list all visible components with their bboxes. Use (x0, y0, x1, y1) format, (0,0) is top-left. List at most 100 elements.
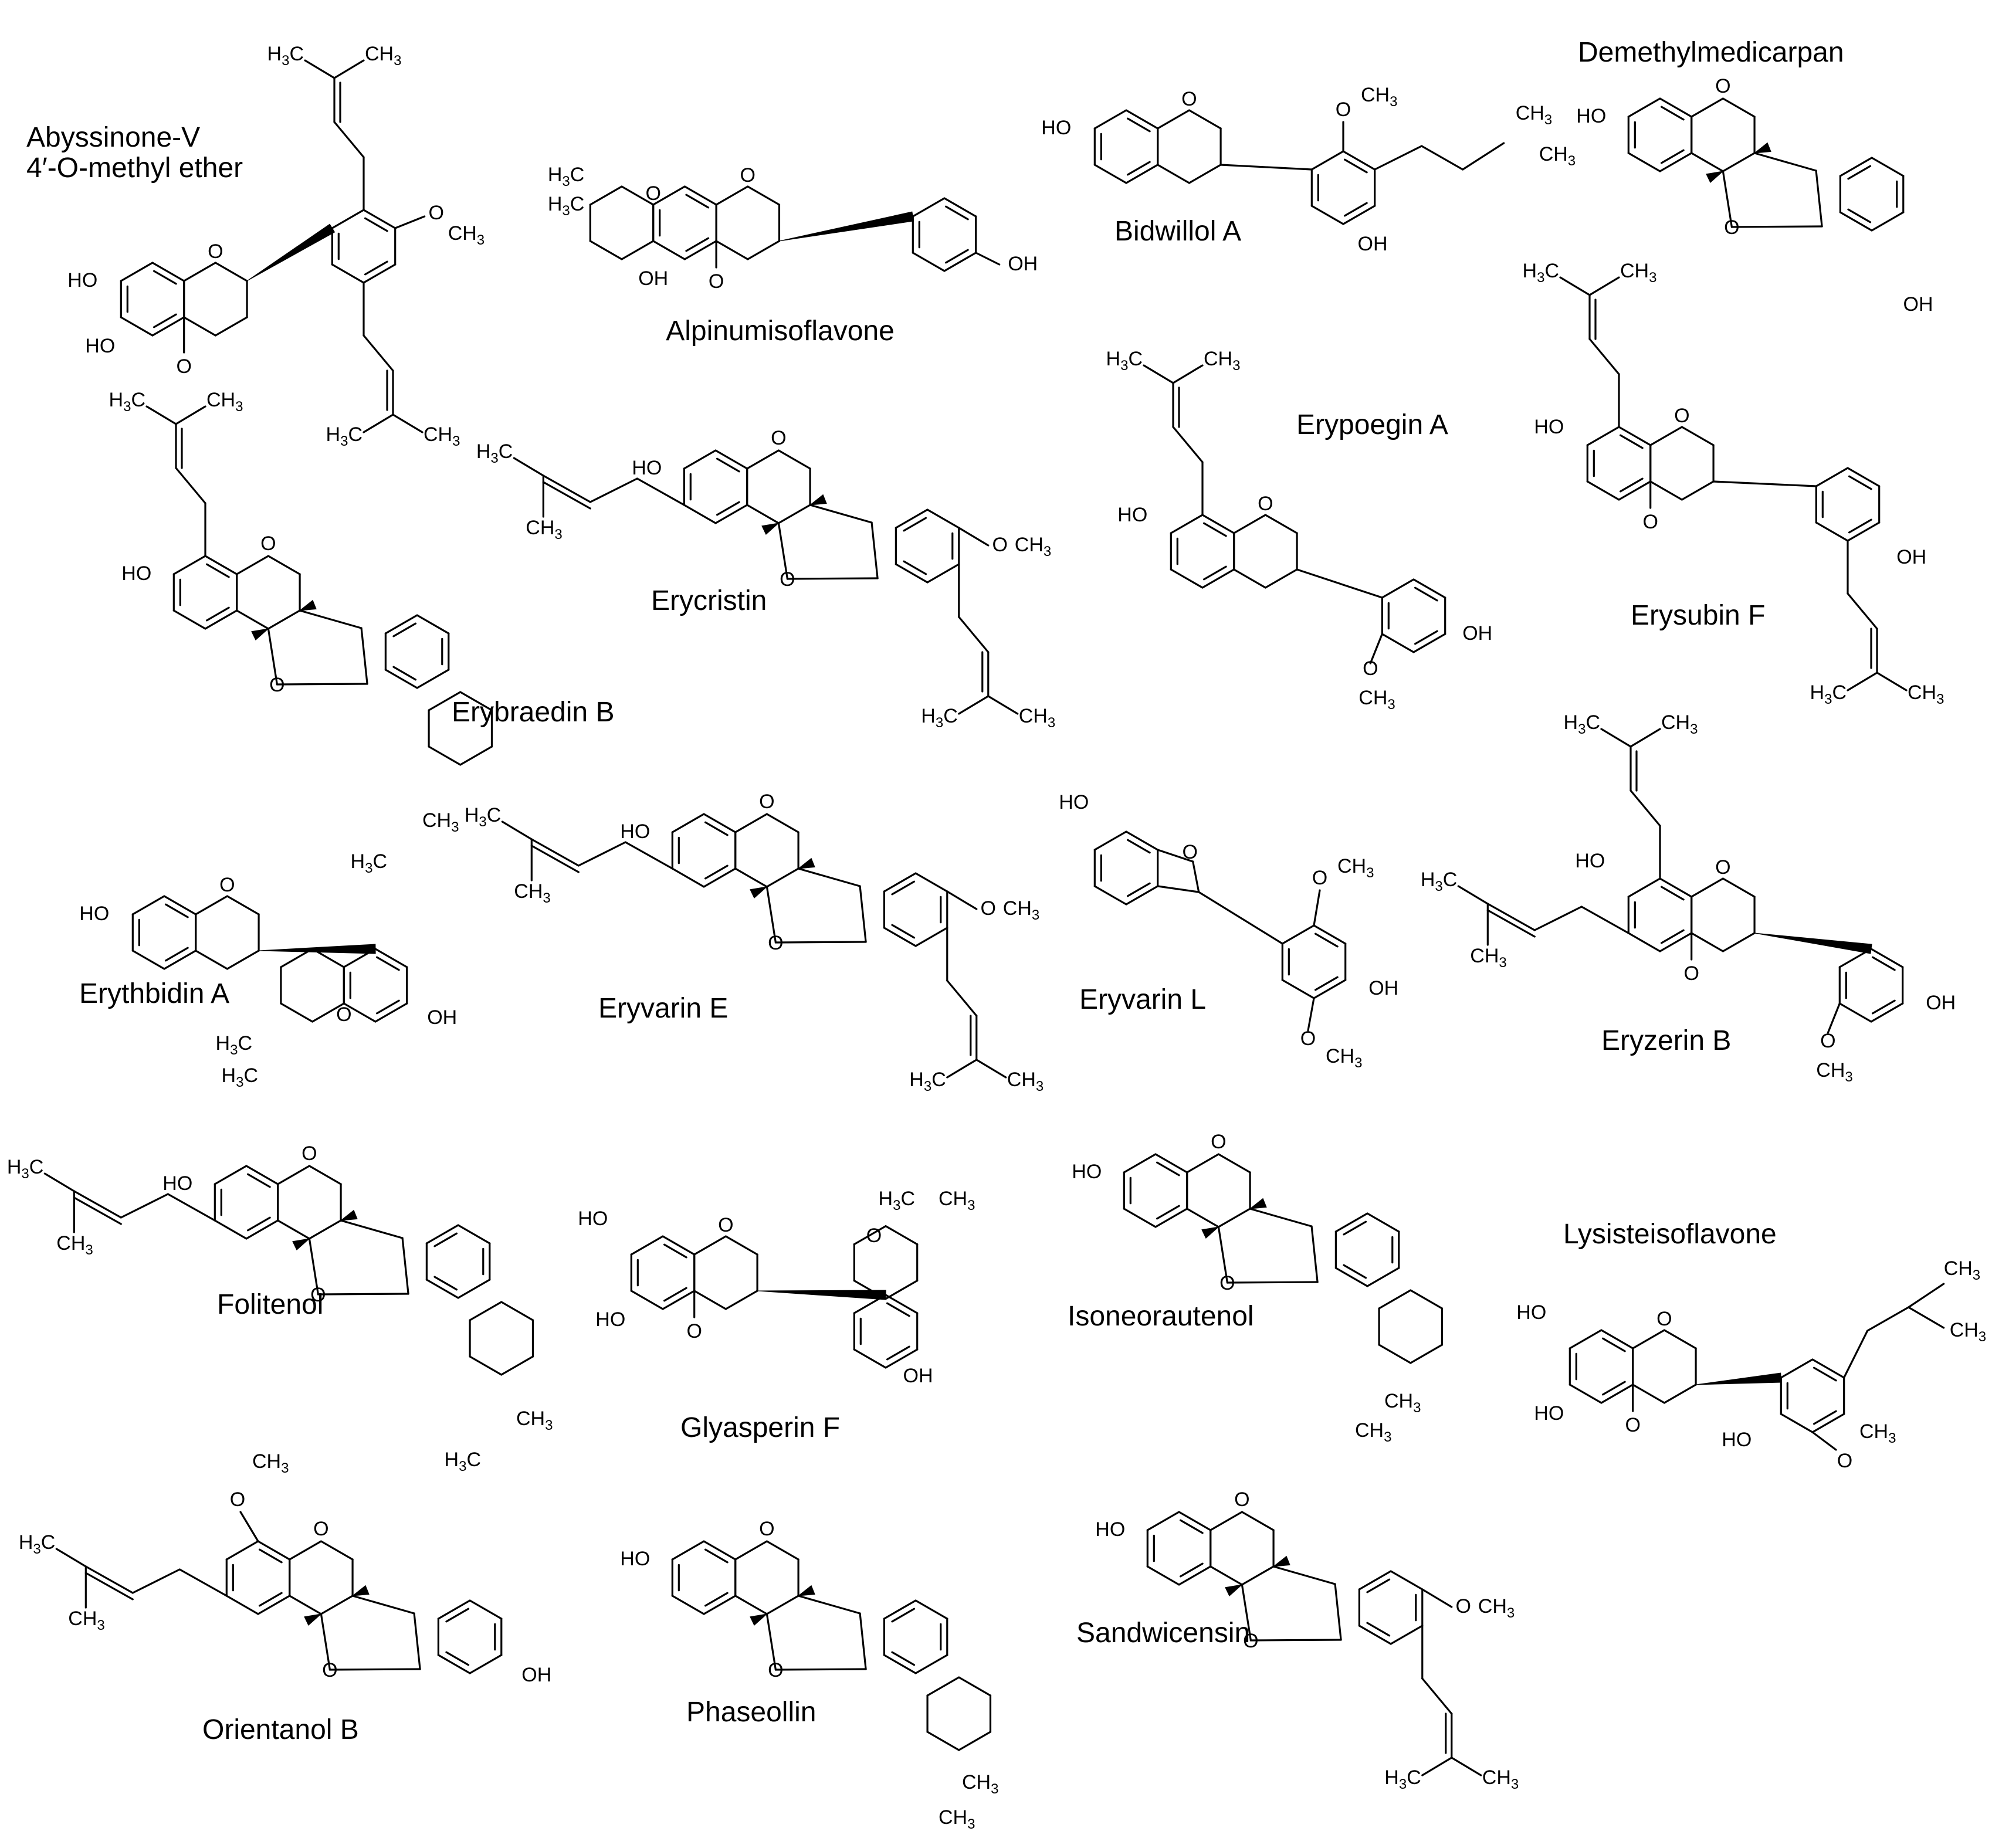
compound-name: 4′-O-methyl ether (26, 152, 243, 184)
oxygen-atom-label: O (1820, 1030, 1835, 1052)
compound-name: Lysisteisoflavone (1563, 1219, 1777, 1250)
oxygen-atom-label: O (866, 1225, 882, 1247)
oxygen-atom-label: O (771, 427, 786, 449)
oxygen-atom-label: O (1456, 1595, 1471, 1618)
methyl-label: CH3 (448, 222, 485, 248)
hydroxyl-label: HO (1575, 850, 1605, 872)
methyl-label: H3C (216, 1032, 252, 1058)
compound-name: Erypoegin A (1296, 409, 1448, 440)
hydroxyl-label: OH (427, 1006, 457, 1029)
compound-name: Demethylmedicarpan (1578, 37, 1844, 68)
hydroxyl-label: HO (632, 457, 662, 479)
oxygen-atom-label: O (686, 1320, 702, 1342)
hydroxyl-label: HO (85, 335, 115, 357)
hydroxyl-label: HO (162, 1172, 192, 1195)
methyl-label: CH3 (68, 1608, 104, 1633)
oxygen-atom-label: O (768, 932, 783, 954)
methyl-label: CH3 (1470, 945, 1506, 971)
methyl-label: H3C (909, 1069, 946, 1094)
hydroxyl-label: HO (1516, 1301, 1546, 1324)
hydroxyl-label: OH (1358, 233, 1388, 255)
methyl-label: CH3 (1337, 855, 1374, 881)
hydroxyl-label: HO (1095, 1518, 1125, 1541)
compound-name: Eryzerin B (1601, 1025, 1731, 1056)
methyl-label: CH3 (1015, 534, 1051, 560)
methyl-label: CH3 (1384, 1390, 1421, 1416)
methyl-label: CH3 (1816, 1059, 1852, 1085)
compound-name: Phaseollin (686, 1697, 816, 1728)
compound-name: Eryvarin E (598, 993, 728, 1024)
methyl-label: CH3 (1019, 705, 1055, 731)
oxygen-atom-label: O (208, 240, 223, 263)
methyl-label: H3C (7, 1156, 43, 1182)
methyl-label: CH3 (365, 43, 401, 69)
hydroxyl-label: HO (1059, 791, 1089, 813)
oxygen-atom-label: O (176, 355, 191, 378)
compound-name: Alpinumisoflavone (666, 316, 895, 347)
oxygen-atom-label: O (740, 164, 756, 187)
oxygen-atom-label: O (759, 791, 774, 813)
oxygen-atom-label: O (1715, 75, 1730, 97)
methyl-label: CH3 (1361, 84, 1397, 110)
methyl-label: CH3 (206, 389, 243, 415)
methyl-label: H3C (222, 1064, 258, 1090)
hydroxyl-label: OH (1462, 622, 1492, 645)
oxygen-atom-label: O (313, 1518, 328, 1540)
methyl-label: CH3 (1620, 260, 1656, 286)
oxygen-atom-label: O (1312, 867, 1327, 889)
methyl-label: CH3 (56, 1232, 93, 1258)
hydroxyl-label: OH (1896, 546, 1926, 568)
hydroxyl-label: OH (903, 1365, 933, 1387)
oxygen-atom-label: O (1625, 1414, 1640, 1436)
hydroxyl-label: HO (1117, 504, 1147, 526)
methyl-label: CH3 (252, 1450, 289, 1476)
hydroxyl-label: HO (67, 269, 97, 291)
hydroxyl-label: HO (1072, 1161, 1102, 1183)
oxygen-atom-label: O (336, 1003, 351, 1026)
hydroxyl-label: HO (1534, 1402, 1564, 1425)
hydroxyl-label: HO (578, 1208, 608, 1230)
hydroxyl-label: HO (1041, 117, 1071, 139)
methyl-label: CH3 (1478, 1595, 1515, 1621)
oxygen-atom-label: O (322, 1659, 337, 1681)
oxygen-atom-label: O (1243, 1630, 1258, 1652)
methyl-label: H3C (476, 440, 513, 466)
compound-name: Folitenol (217, 1289, 323, 1320)
methyl-label: CH3 (1859, 1420, 1896, 1446)
hydroxyl-label: HO (1534, 416, 1564, 438)
compound-name: Erycristin (651, 585, 767, 616)
hydroxyl-label: HO (620, 820, 650, 843)
methyl-label: CH3 (939, 1188, 975, 1213)
oxygen-atom-label: O (759, 1518, 774, 1540)
methyl-label: H3C (351, 850, 387, 876)
compound-name: Glyasperin F (680, 1412, 840, 1443)
methyl-label: H3C (445, 1449, 481, 1474)
oxygen-atom-label: O (768, 1659, 783, 1681)
compound-name: Abyssinone-V (26, 122, 200, 153)
methyl-label: H3C (19, 1531, 55, 1557)
oxygen-atom-label: O (1336, 99, 1351, 121)
hydroxyl-label: OH (638, 267, 668, 290)
hydroxyl-label: HO (79, 903, 109, 925)
methyl-label: CH3 (422, 809, 459, 835)
methyl-label: CH3 (1007, 1069, 1044, 1094)
hydroxyl-label: OH (1008, 253, 1038, 275)
hydroxyl-label: HO (121, 562, 151, 585)
methyl-label: CH3 (1482, 1766, 1519, 1792)
hydroxyl-label: HO (620, 1548, 650, 1570)
methyl-label: CH3 (514, 880, 550, 906)
compound-name: Erysubin F (1631, 600, 1765, 631)
compound-name: Eryvarin L (1079, 984, 1206, 1015)
hydroxyl-label: OH (521, 1664, 551, 1686)
compound-name: Orientanol B (202, 1714, 359, 1745)
